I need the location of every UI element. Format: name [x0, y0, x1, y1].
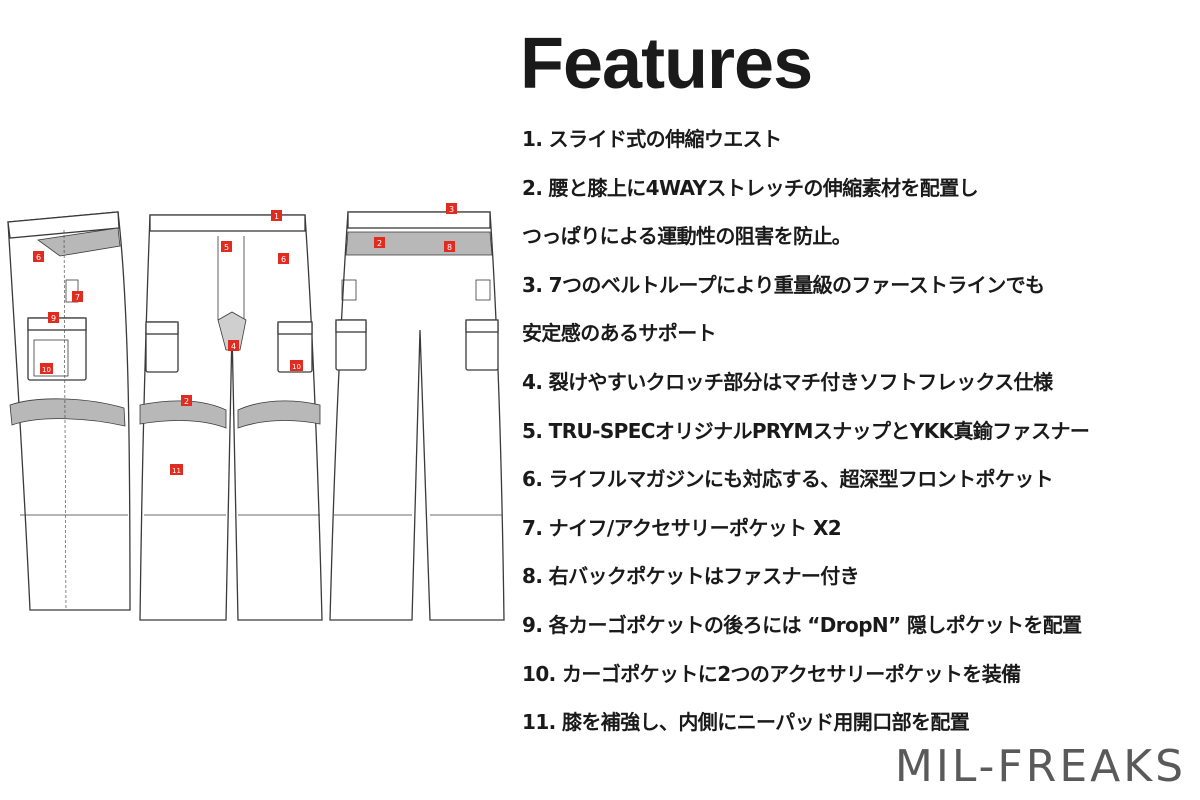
- side-view-pants: [7, 211, 131, 611]
- marker-back-3: 3: [446, 203, 457, 214]
- feature-item: 10. カーゴポケットに2つのアクセサリーポケットを装備: [522, 661, 1021, 686]
- svg-text:4: 4: [231, 342, 236, 351]
- side-markers: 6 7 9 10: [33, 251, 83, 374]
- marker-back-8: 8: [444, 241, 455, 252]
- marker-side-6: 6: [33, 251, 44, 262]
- brand-watermark: MIL-FREAKS: [894, 741, 1186, 792]
- marker-front-1: 1: [271, 210, 282, 221]
- svg-text:2: 2: [184, 397, 189, 406]
- feature-item: 8. 右バックポケットはファスナー付き: [522, 564, 860, 589]
- marker-side-7: 7: [72, 291, 83, 302]
- marker-front-4: 4: [228, 340, 239, 351]
- feature-item: 9. 各カーゴポケットの後ろには “DropN” 隠しポケットを配置: [522, 612, 1082, 637]
- front-view-pants: [139, 214, 323, 621]
- marker-front-5: 5: [221, 241, 232, 252]
- feature-list: 1. スライド式の伸縮ウエスト 2. 腰と膝上に4WAYストレッチの伸縮素材を配…: [522, 120, 1198, 752]
- feature-item: つっぱりによる運動性の阻害を防止。: [522, 224, 852, 249]
- front-markers: 1 5 6 4 2 10 11: [170, 210, 303, 475]
- feature-item: 6. ライフルマガジンにも対応する、超深型フロントポケット: [522, 467, 1054, 492]
- feature-item: 安定感のあるサポート: [522, 321, 717, 346]
- svg-text:7: 7: [75, 293, 80, 302]
- marker-back-2: 2: [374, 237, 385, 248]
- feature-item: 11. 膝を補強し、内側にニーパッド用開口部を配置: [522, 710, 970, 735]
- back-markers: 3 2 8: [374, 203, 457, 252]
- marker-front-11: 11: [170, 464, 183, 475]
- svg-text:10: 10: [292, 363, 301, 371]
- feature-item: 2. 腰と膝上に4WAYストレッチの伸縮素材を配置し: [522, 175, 979, 200]
- svg-text:10: 10: [42, 366, 51, 374]
- svg-text:3: 3: [449, 205, 454, 214]
- svg-text:9: 9: [51, 314, 56, 323]
- features-heading: Features: [520, 24, 813, 104]
- svg-text:11: 11: [172, 467, 181, 475]
- svg-text:1: 1: [274, 212, 279, 221]
- svg-text:8: 8: [447, 243, 452, 252]
- marker-side-9: 9: [48, 312, 59, 323]
- svg-text:6: 6: [281, 255, 286, 264]
- marker-front-6: 6: [278, 253, 289, 264]
- feature-item: 1. スライド式の伸縮ウエスト: [522, 127, 782, 151]
- marker-front-10: 10: [290, 360, 303, 371]
- marker-front-2: 2: [181, 395, 192, 406]
- feature-item: 7. ナイフ/アクセサリーポケット X2: [522, 515, 842, 540]
- feature-item: 5. TRU-SPECオリジナルPRYMスナップとYKK真鍮ファスナー: [522, 418, 1090, 443]
- svg-text:5: 5: [224, 243, 229, 252]
- svg-text:2: 2: [377, 239, 382, 248]
- back-view-pants: [329, 211, 505, 621]
- svg-text:6: 6: [36, 253, 41, 262]
- feature-item: 4. 裂けやすいクロッチ部分はマチ付きソフトフレックス仕様: [522, 369, 1053, 394]
- pants-technical-drawing: 6 7 9 10 1 5 6 4 2 10 11 3 2 8: [7, 203, 505, 621]
- feature-item: 3. 7つのベルトループにより重量級のファーストラインでも: [522, 272, 1045, 297]
- marker-side-10: 10: [40, 363, 53, 374]
